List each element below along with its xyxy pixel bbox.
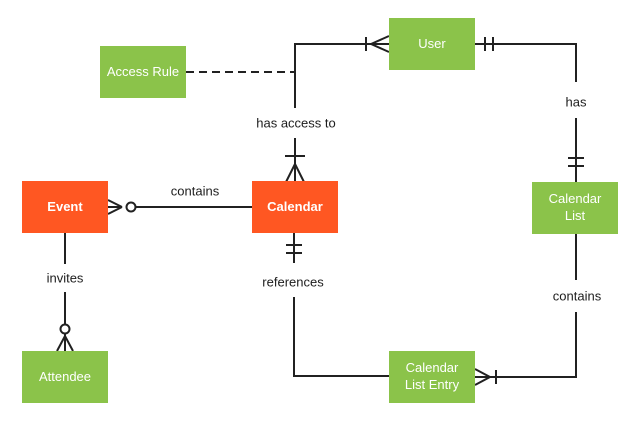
edge-label-contains-event: contains — [167, 183, 223, 199]
edge-label-references: references — [259, 274, 327, 290]
edge-label-has: has — [562, 94, 590, 110]
entity-label: Calendar — [267, 198, 323, 214]
connector-entry-references-calendar — [286, 233, 389, 377]
edge-label-invites: invites — [43, 270, 87, 286]
entity-label: User — [418, 35, 446, 51]
entity-access-rule[interactable]: Access Rule — [100, 46, 186, 98]
connector-line — [293, 233, 389, 377]
connector-calendar-contains-event — [107, 199, 252, 215]
entity-label: Attendee — [38, 368, 92, 384]
connector-line — [294, 43, 371, 164]
connector-line — [490, 234, 577, 378]
crows-foot-many-icon — [370, 35, 390, 53]
crows-foot-many-icon — [107, 199, 123, 215]
crows-foot-many-icon — [56, 334, 74, 352]
one-and-only-one-ticks-icon — [484, 37, 494, 51]
connector-line — [475, 43, 577, 182]
connector-event-invites-attendee — [56, 233, 74, 352]
edge-label-contains-entry: contains — [549, 288, 605, 304]
entity-label: Access Rule — [106, 63, 180, 79]
zero-ring-icon — [125, 201, 137, 213]
entity-calendar-list-entry[interactable]: Calendar List Entry — [389, 351, 475, 403]
entity-calendar[interactable]: Calendar — [252, 181, 338, 233]
connector-user-has-access-to-calendar — [285, 35, 390, 183]
crows-foot-many-icon — [474, 368, 491, 386]
connector-calendar-list-contains-entry — [474, 234, 577, 386]
connector-user-has-calendar-list — [475, 37, 584, 182]
zero-ring-icon — [59, 323, 71, 335]
entity-calendar-list[interactable]: Calendar List — [532, 182, 618, 234]
edge-label-has-access-to: has access to — [253, 115, 339, 131]
crows-foot-many-icon — [285, 163, 305, 183]
entity-attendee[interactable]: Attendee — [22, 351, 108, 403]
entity-label: Calendar List — [548, 191, 602, 223]
one-and-only-one-ticks-icon — [286, 244, 302, 254]
one-and-only-one-ticks-icon — [568, 157, 584, 167]
entity-user[interactable]: User — [389, 18, 475, 70]
entity-label: Event — [47, 198, 83, 214]
entity-label: Calendar List Entry — [404, 360, 460, 392]
entity-event[interactable]: Event — [22, 181, 108, 233]
